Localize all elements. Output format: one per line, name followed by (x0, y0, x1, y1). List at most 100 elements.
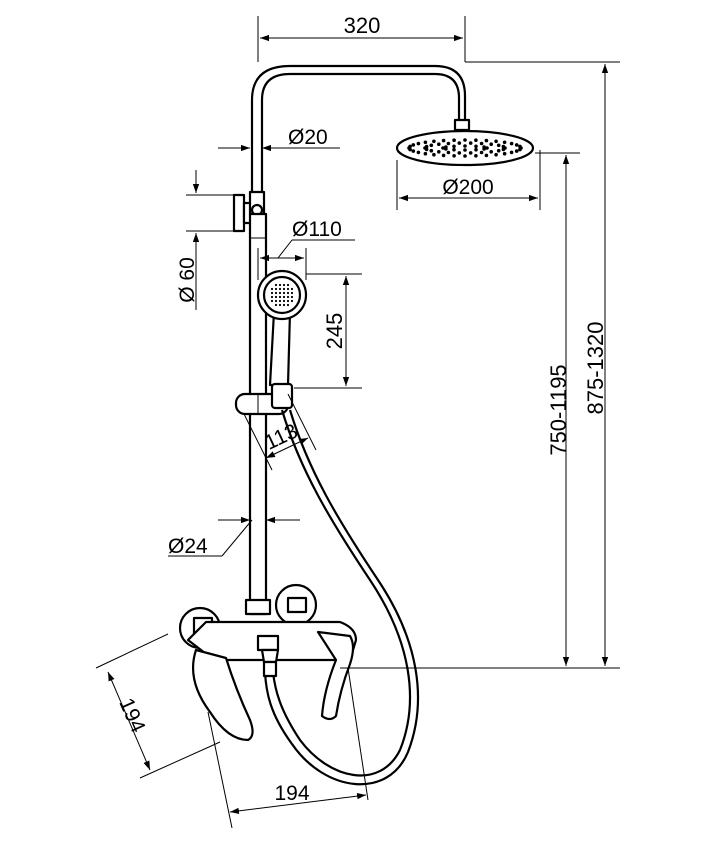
head-nozzle (441, 138, 446, 143)
hand-nozzle (290, 295, 294, 299)
head-nozzle (437, 150, 441, 154)
head-nozzle (429, 148, 434, 153)
head-nozzles (407, 138, 523, 158)
dim-head-diameter-label: Ø200 (442, 176, 493, 199)
head-nozzle (463, 148, 467, 152)
head-nozzle (496, 148, 501, 153)
hand-nozzle (270, 287, 274, 291)
head-nozzle (457, 141, 462, 145)
dim-height-range-outer: 875-1320 (465, 61, 620, 666)
head-nozzle (518, 147, 522, 152)
head-nozzle (509, 141, 514, 146)
mixer-body (178, 583, 358, 742)
hand-nozzle (278, 291, 282, 295)
head-nozzle (463, 144, 467, 148)
hand-nozzle (278, 287, 282, 291)
head-nozzle (502, 151, 507, 156)
hand-shower-nozzles (270, 283, 294, 307)
hand-nozzle (274, 299, 278, 303)
hand-nozzle (286, 303, 290, 307)
head-nozzle (411, 143, 416, 147)
shower-hose (263, 409, 420, 786)
head-nozzle (424, 144, 429, 149)
hand-nozzle (274, 295, 278, 299)
head-nozzle (423, 140, 428, 145)
head-nozzle (452, 154, 456, 158)
head-nozzle (429, 143, 434, 148)
dim-hand-shower-length-label: 245 (322, 313, 347, 350)
head-nozzle (408, 144, 412, 149)
head-nozzle (489, 142, 494, 146)
hand-nozzle (274, 303, 278, 307)
hand-nozzle (270, 295, 274, 299)
hand-nozzle (286, 283, 290, 287)
dim-mixer-width: 194 (207, 667, 369, 829)
hand-nozzle (278, 295, 282, 299)
head-nozzle (416, 150, 421, 155)
head-nozzle (509, 150, 514, 155)
dim-hand-shower-length: 245 (294, 273, 362, 389)
head-nozzle (416, 141, 421, 146)
head-nozzle (502, 140, 507, 145)
dim-height-range-inner-label: 750-1195 (546, 364, 571, 455)
head-nozzle (468, 141, 473, 145)
dim-hand-shower-diameter-label: Ø110 (292, 218, 342, 241)
dim-riser-diameter: Ø24 (168, 516, 300, 558)
dim-mixer-depth-label: 194 (114, 695, 149, 737)
dim-height-range-outer-label: 875-1320 (583, 322, 608, 415)
rain-shower-head (395, 129, 535, 167)
head-nozzle (432, 139, 436, 144)
hand-nozzle (282, 287, 286, 291)
hand-nozzle (282, 299, 286, 303)
hand-nozzle (286, 287, 290, 291)
dim-mixer-width-label: 194 (274, 782, 309, 805)
dim-rail-spacing-label: 320 (344, 13, 381, 38)
head-nozzle (446, 141, 451, 146)
head-nozzle (484, 153, 489, 158)
hand-nozzle (286, 291, 290, 295)
head-nozzle (479, 141, 484, 146)
head-nozzle (514, 143, 519, 147)
head-nozzle (514, 149, 519, 153)
dim-flange-diameter: Ø 60 (176, 170, 234, 310)
head-nozzle (474, 147, 478, 152)
head-nozzle (423, 151, 428, 156)
head-nozzle (479, 150, 484, 155)
head-nozzle (474, 154, 478, 158)
hand-nozzle (290, 299, 294, 303)
head-nozzle (444, 145, 448, 149)
head-nozzle (474, 144, 478, 149)
hand-shower (256, 269, 308, 387)
head-nozzle (489, 150, 494, 154)
head-nozzle (494, 139, 498, 144)
head-nozzle (452, 144, 456, 149)
dim-hand-shower-diameter: Ø110 (257, 218, 355, 280)
hand-nozzle (278, 299, 282, 303)
head-nozzle (463, 154, 467, 158)
head-nozzle (501, 147, 506, 152)
sliding-holder (234, 382, 294, 416)
head-nozzle (501, 144, 506, 149)
head-nozzle (446, 150, 451, 155)
hand-nozzle (282, 295, 286, 299)
head-nozzle (441, 146, 445, 150)
head-nozzle (485, 146, 489, 150)
head-nozzle (482, 145, 486, 149)
hand-nozzle (270, 299, 274, 303)
dim-flange-diameter-label: Ø 60 (176, 257, 199, 303)
head-nozzle (468, 151, 473, 155)
hand-nozzle (286, 295, 290, 299)
head-nozzle (452, 147, 456, 152)
head-nozzle (496, 143, 501, 148)
hand-nozzle (274, 283, 278, 287)
head-nozzle (437, 142, 441, 146)
dim-height-range-inner: 750-1195 (535, 152, 580, 666)
dim-pipe-diameter: Ø20 (218, 126, 340, 152)
hand-nozzle (278, 303, 282, 307)
hand-nozzle (274, 291, 278, 295)
hand-nozzle (290, 287, 294, 291)
head-nozzle (494, 152, 498, 157)
dim-riser-diameter-label: Ø24 (168, 535, 208, 558)
head-nozzle (452, 138, 456, 142)
hand-nozzle (290, 291, 294, 295)
